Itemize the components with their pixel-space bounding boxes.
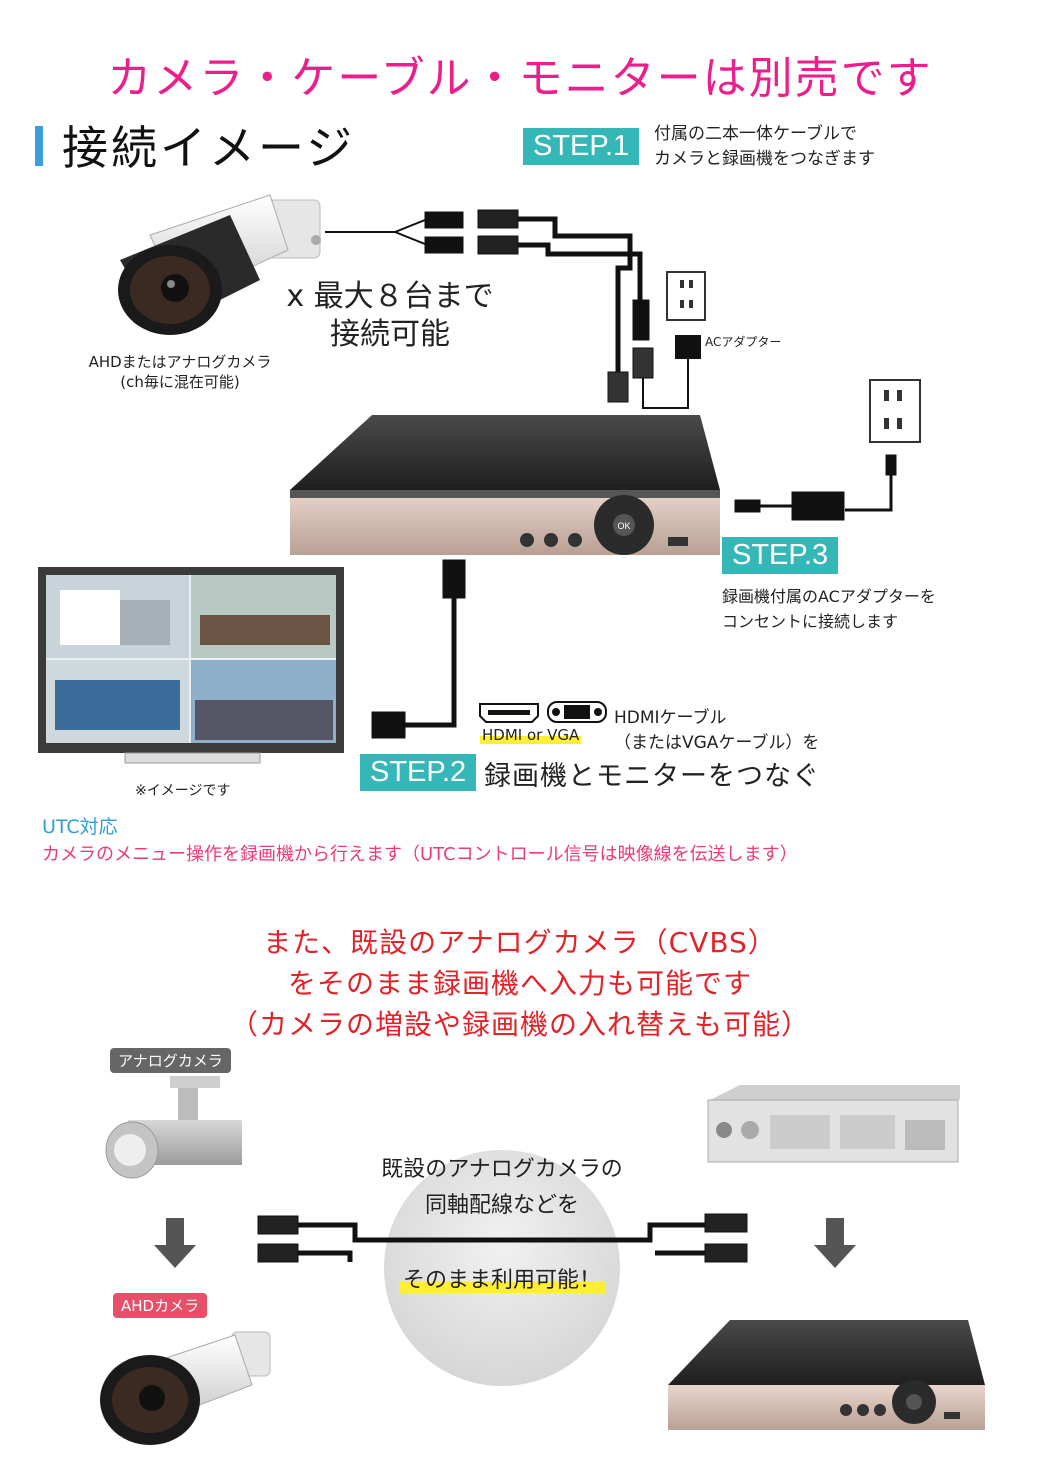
max-camera-note: x 最大８台まで 接続可能: [286, 279, 494, 352]
analog-camera-tag: アナログカメラ: [110, 1048, 231, 1073]
ac-adapter-label: ACアダプター: [705, 335, 782, 349]
split-cable-icon: [325, 209, 654, 403]
utc-description: カメラのメニュー操作を録画機から行えます（UTCコントロール信号は映像線を伝送し…: [42, 844, 798, 865]
ahd-camera-tag: AHDカメラ: [113, 1293, 208, 1318]
camera-caption: AHDまたはアナログカメラ (ch毎に混在可能): [88, 353, 272, 391]
down-arrow-icon: [154, 1218, 856, 1268]
power-adapter-icon: [734, 454, 897, 521]
step2-badge: STEP.2: [360, 754, 477, 792]
new-dvr-icon: [668, 1320, 985, 1430]
hdmi-cable-description: HDMIケーブル （またはVGAケーブル）を: [614, 708, 820, 753]
coax-cable-icon: [257, 1213, 748, 1263]
step1-description: 付属の二本一体ケーブルで カメラと録画機をつなぎます: [654, 124, 875, 169]
step3-badge: STEP.3: [722, 537, 839, 575]
utc-title: UTC対応: [42, 816, 118, 838]
monitor-icon: [38, 567, 344, 764]
analog-camera-icon: [105, 1076, 242, 1179]
cvbs-notice: また、既設のアナログカメラ（CVBS） をそのまま録画機へ入力も可能です （カメ…: [229, 926, 810, 1041]
section-accent-bar: [35, 126, 43, 166]
step2-description: 録画機とモニターをつなぐ: [484, 761, 820, 792]
old-dvr-icon: [707, 1085, 960, 1163]
dvr-ok-label: OK: [617, 521, 630, 531]
step3-description: 録画機付属のACアダプターを コンセントに接続します: [722, 587, 936, 631]
ahd-camera-icon: [118, 194, 321, 335]
section-title: 接続イメージ: [62, 121, 356, 175]
circle-caption: 既設のアナログカメラの 同軸配線などを: [381, 1157, 623, 1218]
hdmi-cable-icon: [371, 559, 466, 739]
dvr-recorder-icon: OK: [290, 415, 720, 555]
step1-badge: STEP.1: [523, 128, 640, 166]
ahd-camera-bottom-icon: [100, 1331, 271, 1445]
separate-sale-notice: カメラ・ケーブル・モニターは別売です: [107, 53, 933, 104]
ac-adapter-icon: [642, 335, 701, 409]
circle-highlight-caption: そのまま利用可能！: [384, 1262, 620, 1294]
hdmi-port-icon: [479, 703, 539, 723]
hdmi-vga-label: HDMI or VGA: [480, 726, 582, 744]
monitor-image-note: ※イメージです: [135, 783, 231, 799]
wall-outlet-icon: [666, 271, 921, 443]
vga-port-icon: [547, 701, 607, 723]
